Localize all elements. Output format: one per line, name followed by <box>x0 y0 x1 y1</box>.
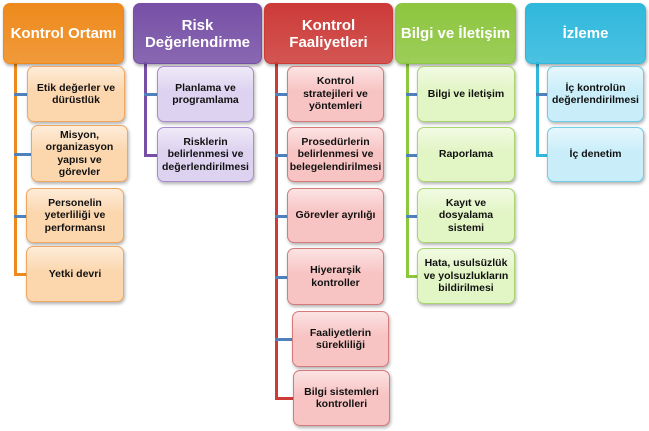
kontrol-ortami-item[interactable]: Etik değerler ve dürüstlük <box>27 66 125 122</box>
kontrol-faaliyetleri-header[interactable]: Kontrol Faaliyetleri <box>264 3 393 64</box>
kontrol-faaliyetleri-branch-line <box>275 214 287 218</box>
kontrol-ortami-branch-line <box>14 93 27 96</box>
bilgi-iletisim-item[interactable]: Hata, usulsüzlük ve yolsuzlukların bildi… <box>417 248 515 304</box>
bilgi-iletisim-branch-line <box>406 214 417 218</box>
kontrol-faaliyetleri-item[interactable]: Hiyerarşik kontroller <box>287 248 384 305</box>
kontrol-faaliyetleri-item[interactable]: Görevler ayrılığı <box>287 188 384 243</box>
kontrol-faaliyetleri-branch-line <box>275 338 292 341</box>
kontrol-faaliyetleri-item[interactable]: Prosedürlerin belirlenmesi ve belegelend… <box>287 127 384 182</box>
bilgi-iletisim-item[interactable]: Raporlama <box>417 127 515 182</box>
bilgi-iletisim-connector-line <box>406 62 409 278</box>
kontrol-ortami-item[interactable]: Yetki devri <box>26 246 124 302</box>
izleme-header[interactable]: İzleme <box>525 3 646 64</box>
kontrol-ortami-branch-line <box>14 273 26 276</box>
izleme-branch-line <box>536 153 547 157</box>
kontrol-ortami-item[interactable]: Personelin yeterliliği ve performansı <box>26 188 124 243</box>
kontrol-faaliyetleri-branch-line <box>275 93 287 96</box>
kontrol-ortami-header[interactable]: Kontrol Ortamı <box>3 3 124 64</box>
kontrol-faaliyetleri-item[interactable]: Faaliyetlerin sürekliliği <box>292 311 389 367</box>
kontrol-faaliyetleri-branch-line <box>275 153 287 157</box>
kontrol-ortami-item[interactable]: Misyon, organizasyon yapısı ve görevler <box>31 125 128 182</box>
risk-degerlendirme-item[interactable]: Risklerin belirlenmesi ve değerlendirilm… <box>157 127 254 182</box>
risk-degerlendirme-branch-line <box>144 93 157 96</box>
kontrol-faaliyetleri-item[interactable]: Kontrol stratejileri ve yöntemleri <box>287 66 384 122</box>
kontrol-ortami-branch-line <box>14 214 26 218</box>
bilgi-iletisim-item[interactable]: Bilgi ve iletişim <box>417 66 515 122</box>
risk-degerlendirme-branch-line <box>144 153 157 157</box>
kontrol-faaliyetleri-branch-line <box>275 275 287 279</box>
izleme-item[interactable]: İç denetim <box>547 127 644 182</box>
izleme-branch-line <box>536 93 547 96</box>
bilgi-iletisim-item[interactable]: Kayıt ve dosyalama sistemi <box>417 188 515 243</box>
risk-degerlendirme-item[interactable]: Planlama ve programlama <box>157 66 254 122</box>
kontrol-faaliyetleri-branch-line <box>275 397 293 400</box>
izleme-connector-line <box>536 62 539 157</box>
bilgi-iletisim-branch-line <box>406 153 417 157</box>
kontrol-faaliyetleri-connector-line <box>275 62 278 400</box>
risk-degerlendirme-header[interactable]: Risk Değerlendirme <box>133 3 262 64</box>
bilgi-iletisim-branch-line <box>406 93 417 96</box>
kontrol-faaliyetleri-item[interactable]: Bilgi sistemleri kontrolleri <box>293 370 390 426</box>
bilgi-iletisim-branch-line <box>406 275 417 278</box>
kontrol-ortami-branch-line <box>14 152 31 156</box>
izleme-item[interactable]: İç kontrolün değerlendirilmesi <box>547 66 644 122</box>
kontrol-ortami-connector-line <box>14 62 17 276</box>
bilgi-iletisim-header[interactable]: Bilgi ve İletişim <box>395 3 516 64</box>
risk-degerlendirme-connector-line <box>144 62 147 157</box>
